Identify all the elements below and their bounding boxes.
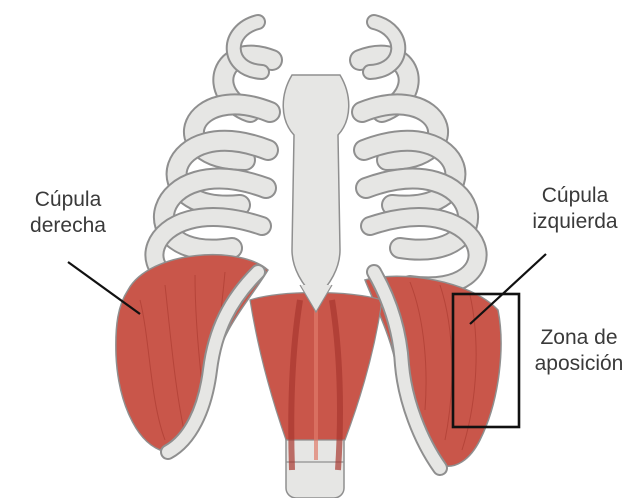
sternum (283, 75, 349, 312)
left-dome-label-line1: Cúpula (522, 183, 628, 209)
right-dome-label-line1: Cúpula (14, 187, 122, 213)
diaphragm-crura (250, 293, 382, 471)
left-ribs (154, 56, 272, 287)
right-dome-label: Cúpula derecha (14, 187, 122, 239)
apposition-zone-label-line2: aposición (528, 351, 630, 377)
right-ribs (360, 56, 478, 287)
apposition-zone-label: Zona de aposición (528, 325, 630, 377)
apposition-zone-label-line1: Zona de (528, 325, 630, 351)
right-dome-label-line2: derecha (14, 213, 122, 239)
left-dome-label: Cúpula izquierda (522, 183, 628, 235)
left-dome-label-line2: izquierda (522, 209, 628, 235)
